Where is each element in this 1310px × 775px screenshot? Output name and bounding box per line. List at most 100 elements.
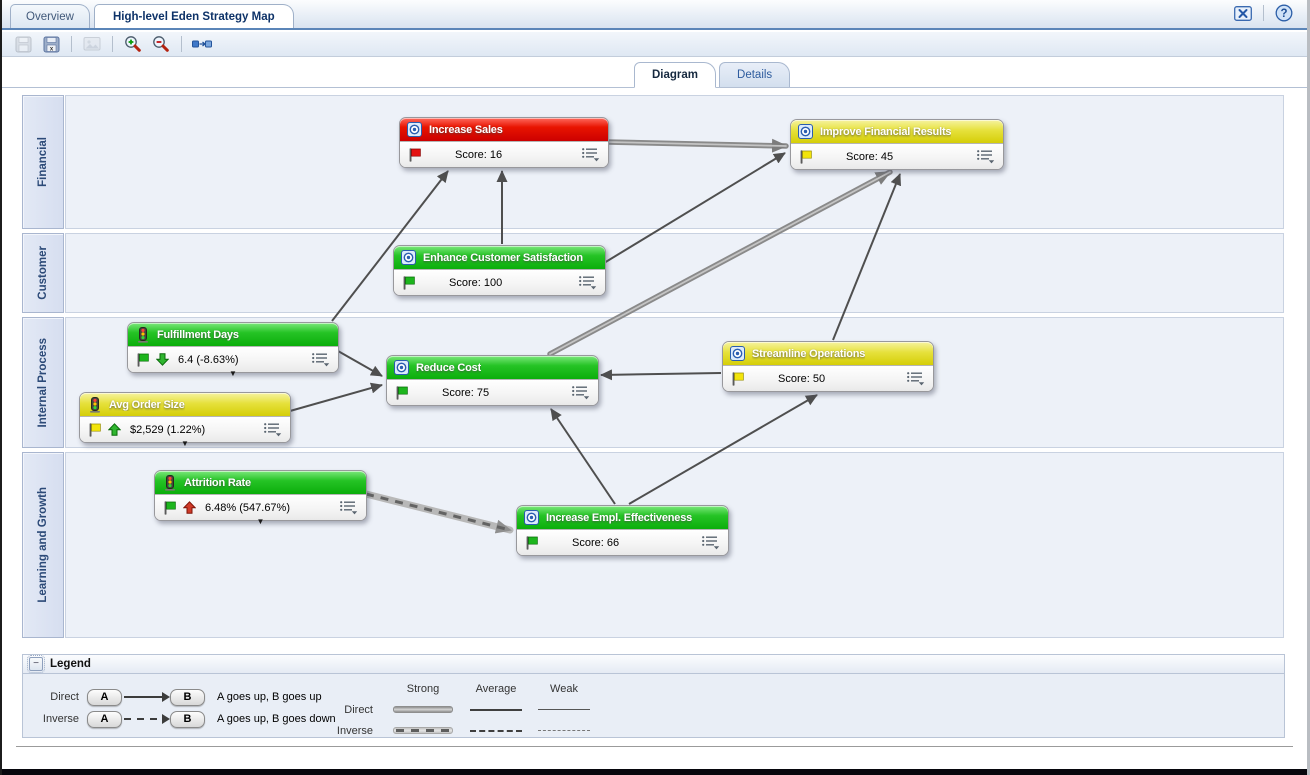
- save-as-icon[interactable]: x: [40, 34, 62, 54]
- divider: [112, 36, 113, 52]
- node-title: Streamline Operations: [752, 347, 866, 360]
- legend-body: Direct A B A goes up, B goes up Inverse …: [22, 674, 1285, 738]
- node-header: Enhance Customer Satisfaction: [394, 246, 605, 270]
- legend-inverse-description: A goes up, B goes down: [217, 713, 336, 725]
- node-body: 6.48% (547.67%): [155, 495, 366, 520]
- collapse-icon[interactable]: −: [27, 655, 45, 673]
- node-title: Enhance Customer Satisfaction: [423, 251, 583, 264]
- objective-icon: [797, 123, 814, 140]
- tab-strategy-map[interactable]: High-level Eden Strategy Map: [93, 4, 294, 28]
- zoom-out-icon[interactable]: [150, 34, 172, 54]
- fit-to-window-icon[interactable]: [191, 34, 213, 54]
- node-body: Score: 50: [723, 366, 933, 391]
- legend-node-a: A: [87, 710, 122, 728]
- node-body: 6.4 (-8.63%): [128, 347, 338, 372]
- legend-node-b: B: [170, 710, 205, 728]
- legend-relationship-group: Direct A B A goes up, B goes up Inverse …: [33, 686, 336, 730]
- expand-handle-icon[interactable]: ▼: [181, 439, 189, 448]
- node-value: 6.48% (547.67%): [205, 501, 290, 514]
- expand-handle-icon[interactable]: ▼: [256, 517, 265, 526]
- node-menu-icon[interactable]: [571, 385, 590, 400]
- status-flag-yellow-icon: [88, 422, 101, 437]
- node-menu-icon[interactable]: [906, 371, 925, 386]
- node-header: Attrition Rate: [155, 471, 366, 495]
- node-menu-icon[interactable]: [701, 535, 720, 550]
- node-title: Increase Sales: [429, 123, 503, 136]
- node-title: Reduce Cost: [416, 361, 482, 374]
- tab-details-label: Details: [737, 69, 773, 81]
- node-body: Score: 75: [387, 380, 598, 405]
- objective-icon: [400, 249, 417, 266]
- divider: [71, 36, 72, 52]
- legend-panel: − Legend Direct A B A goes up, B goes up…: [22, 654, 1285, 738]
- node-title: Increase Empl. Effectiveness: [546, 511, 693, 524]
- tab-overview-label: Overview: [26, 10, 74, 23]
- legend-strength-grid: Strong Average Weak Direct Inverse: [331, 678, 595, 741]
- average-inverse-line: [470, 729, 522, 732]
- node-title: Avg Order Size: [109, 398, 185, 411]
- close-icon[interactable]: [1232, 3, 1254, 23]
- tab-diagram[interactable]: Diagram: [634, 62, 717, 88]
- node-value: Score: 75: [442, 386, 490, 399]
- status-flag-green-icon: [525, 535, 538, 550]
- kpi-icon: [86, 396, 103, 413]
- save-icon[interactable]: [12, 34, 34, 54]
- strength-column-weak: Weak: [550, 682, 578, 695]
- status-flag-green-icon: [395, 385, 408, 400]
- legend-header: − Legend: [22, 654, 1285, 674]
- node-menu-icon[interactable]: [263, 422, 282, 437]
- node-value: Score: 66: [572, 536, 620, 549]
- node-menu-icon[interactable]: [581, 147, 600, 162]
- export-image-icon[interactable]: [81, 34, 103, 54]
- objective-icon: [406, 121, 423, 138]
- tab-overview[interactable]: Overview: [10, 4, 90, 28]
- svg-text:?: ?: [1280, 8, 1287, 20]
- lane-title: Internal Process: [37, 337, 49, 428]
- zoom-in-icon[interactable]: [122, 34, 144, 54]
- window-tab-bar: Overview High-level Eden Strategy Map ?: [2, 0, 1307, 30]
- node-avg-order-size[interactable]: Avg Order Size $2,529 (1.22%) ▼: [79, 392, 291, 448]
- node-menu-icon[interactable]: [578, 275, 597, 290]
- status-flag-green-icon: [136, 352, 149, 367]
- strength-column-average: Average: [475, 682, 517, 695]
- node-menu-icon[interactable]: [976, 149, 995, 164]
- tab-details[interactable]: Details: [719, 62, 791, 87]
- weak-inverse-line: [538, 730, 590, 731]
- node-menu-icon[interactable]: [311, 352, 330, 367]
- node-value: $2,529 (1.22%): [130, 423, 206, 436]
- lane-financial: [65, 95, 1284, 229]
- kpi-icon: [161, 474, 178, 491]
- legend-inverse-row: Inverse A B A goes up, B goes down: [33, 708, 336, 730]
- node-value: Score: 50: [778, 372, 826, 385]
- weak-direct-line: [538, 709, 590, 710]
- lane-label-customer: Customer: [22, 233, 64, 313]
- strength-direct-label: Direct: [344, 703, 373, 716]
- divider: [1263, 5, 1264, 21]
- expand-handle-icon[interactable]: ▼: [229, 369, 237, 378]
- strong-direct-line: [393, 706, 453, 713]
- lane-title: Financial: [37, 137, 49, 187]
- node-fulfillment-days[interactable]: Fulfillment Days 6.4 (-8.63%)▼: [127, 322, 339, 378]
- lane-label-learning-and-growth: Learning and Growth: [22, 452, 64, 638]
- node-attrition-rate[interactable]: Attrition Rate 6.48% (547.67%) ▼: [154, 470, 367, 526]
- status-flag-yellow-icon: [731, 371, 744, 386]
- objective-icon: [393, 359, 410, 376]
- strength-inverse-label: Inverse: [336, 724, 373, 737]
- help-icon[interactable]: ?: [1273, 3, 1295, 23]
- tab-strategy-map-label: High-level Eden Strategy Map: [112, 10, 275, 23]
- node-header: Increase Sales: [400, 118, 608, 142]
- node-title: Fulfillment Days: [157, 328, 239, 341]
- node-header: Increase Empl. Effectiveness: [517, 506, 728, 530]
- node-value: Score: 100: [449, 276, 503, 289]
- trend-up-red-icon: [183, 501, 196, 514]
- lane-label-financial: Financial: [22, 95, 64, 229]
- node-menu-icon[interactable]: [339, 500, 358, 515]
- node-body: Score: 16: [400, 142, 608, 167]
- node-header: Reduce Cost: [387, 356, 598, 380]
